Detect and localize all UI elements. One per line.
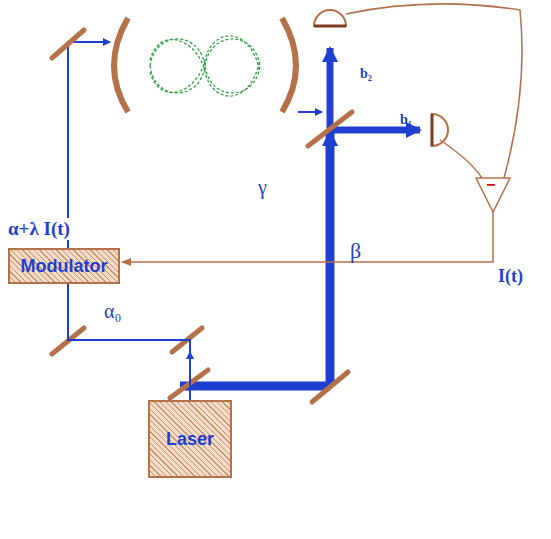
beam-label: I(t) <box>498 266 523 287</box>
beam-connector <box>68 284 190 400</box>
mirrors <box>52 30 352 402</box>
weak-beam <box>68 42 322 382</box>
modulator-box: Modulator <box>8 248 120 284</box>
beam-label: β <box>350 238 361 264</box>
beam-label: γ <box>258 176 267 199</box>
node-label: Modulator <box>18 256 111 277</box>
laser-box: Laser <box>148 400 232 478</box>
cavity <box>114 18 296 112</box>
node-label: Laser <box>163 429 217 450</box>
beam-label: α+λ I(t) <box>6 218 72 240</box>
subtractor <box>122 4 522 262</box>
beam-label: b₂ <box>360 66 372 82</box>
beam-label: b₁ <box>400 112 412 128</box>
beam-label: − <box>486 176 495 194</box>
photodetector <box>314 10 448 146</box>
beam-label: α₀ <box>104 300 121 323</box>
